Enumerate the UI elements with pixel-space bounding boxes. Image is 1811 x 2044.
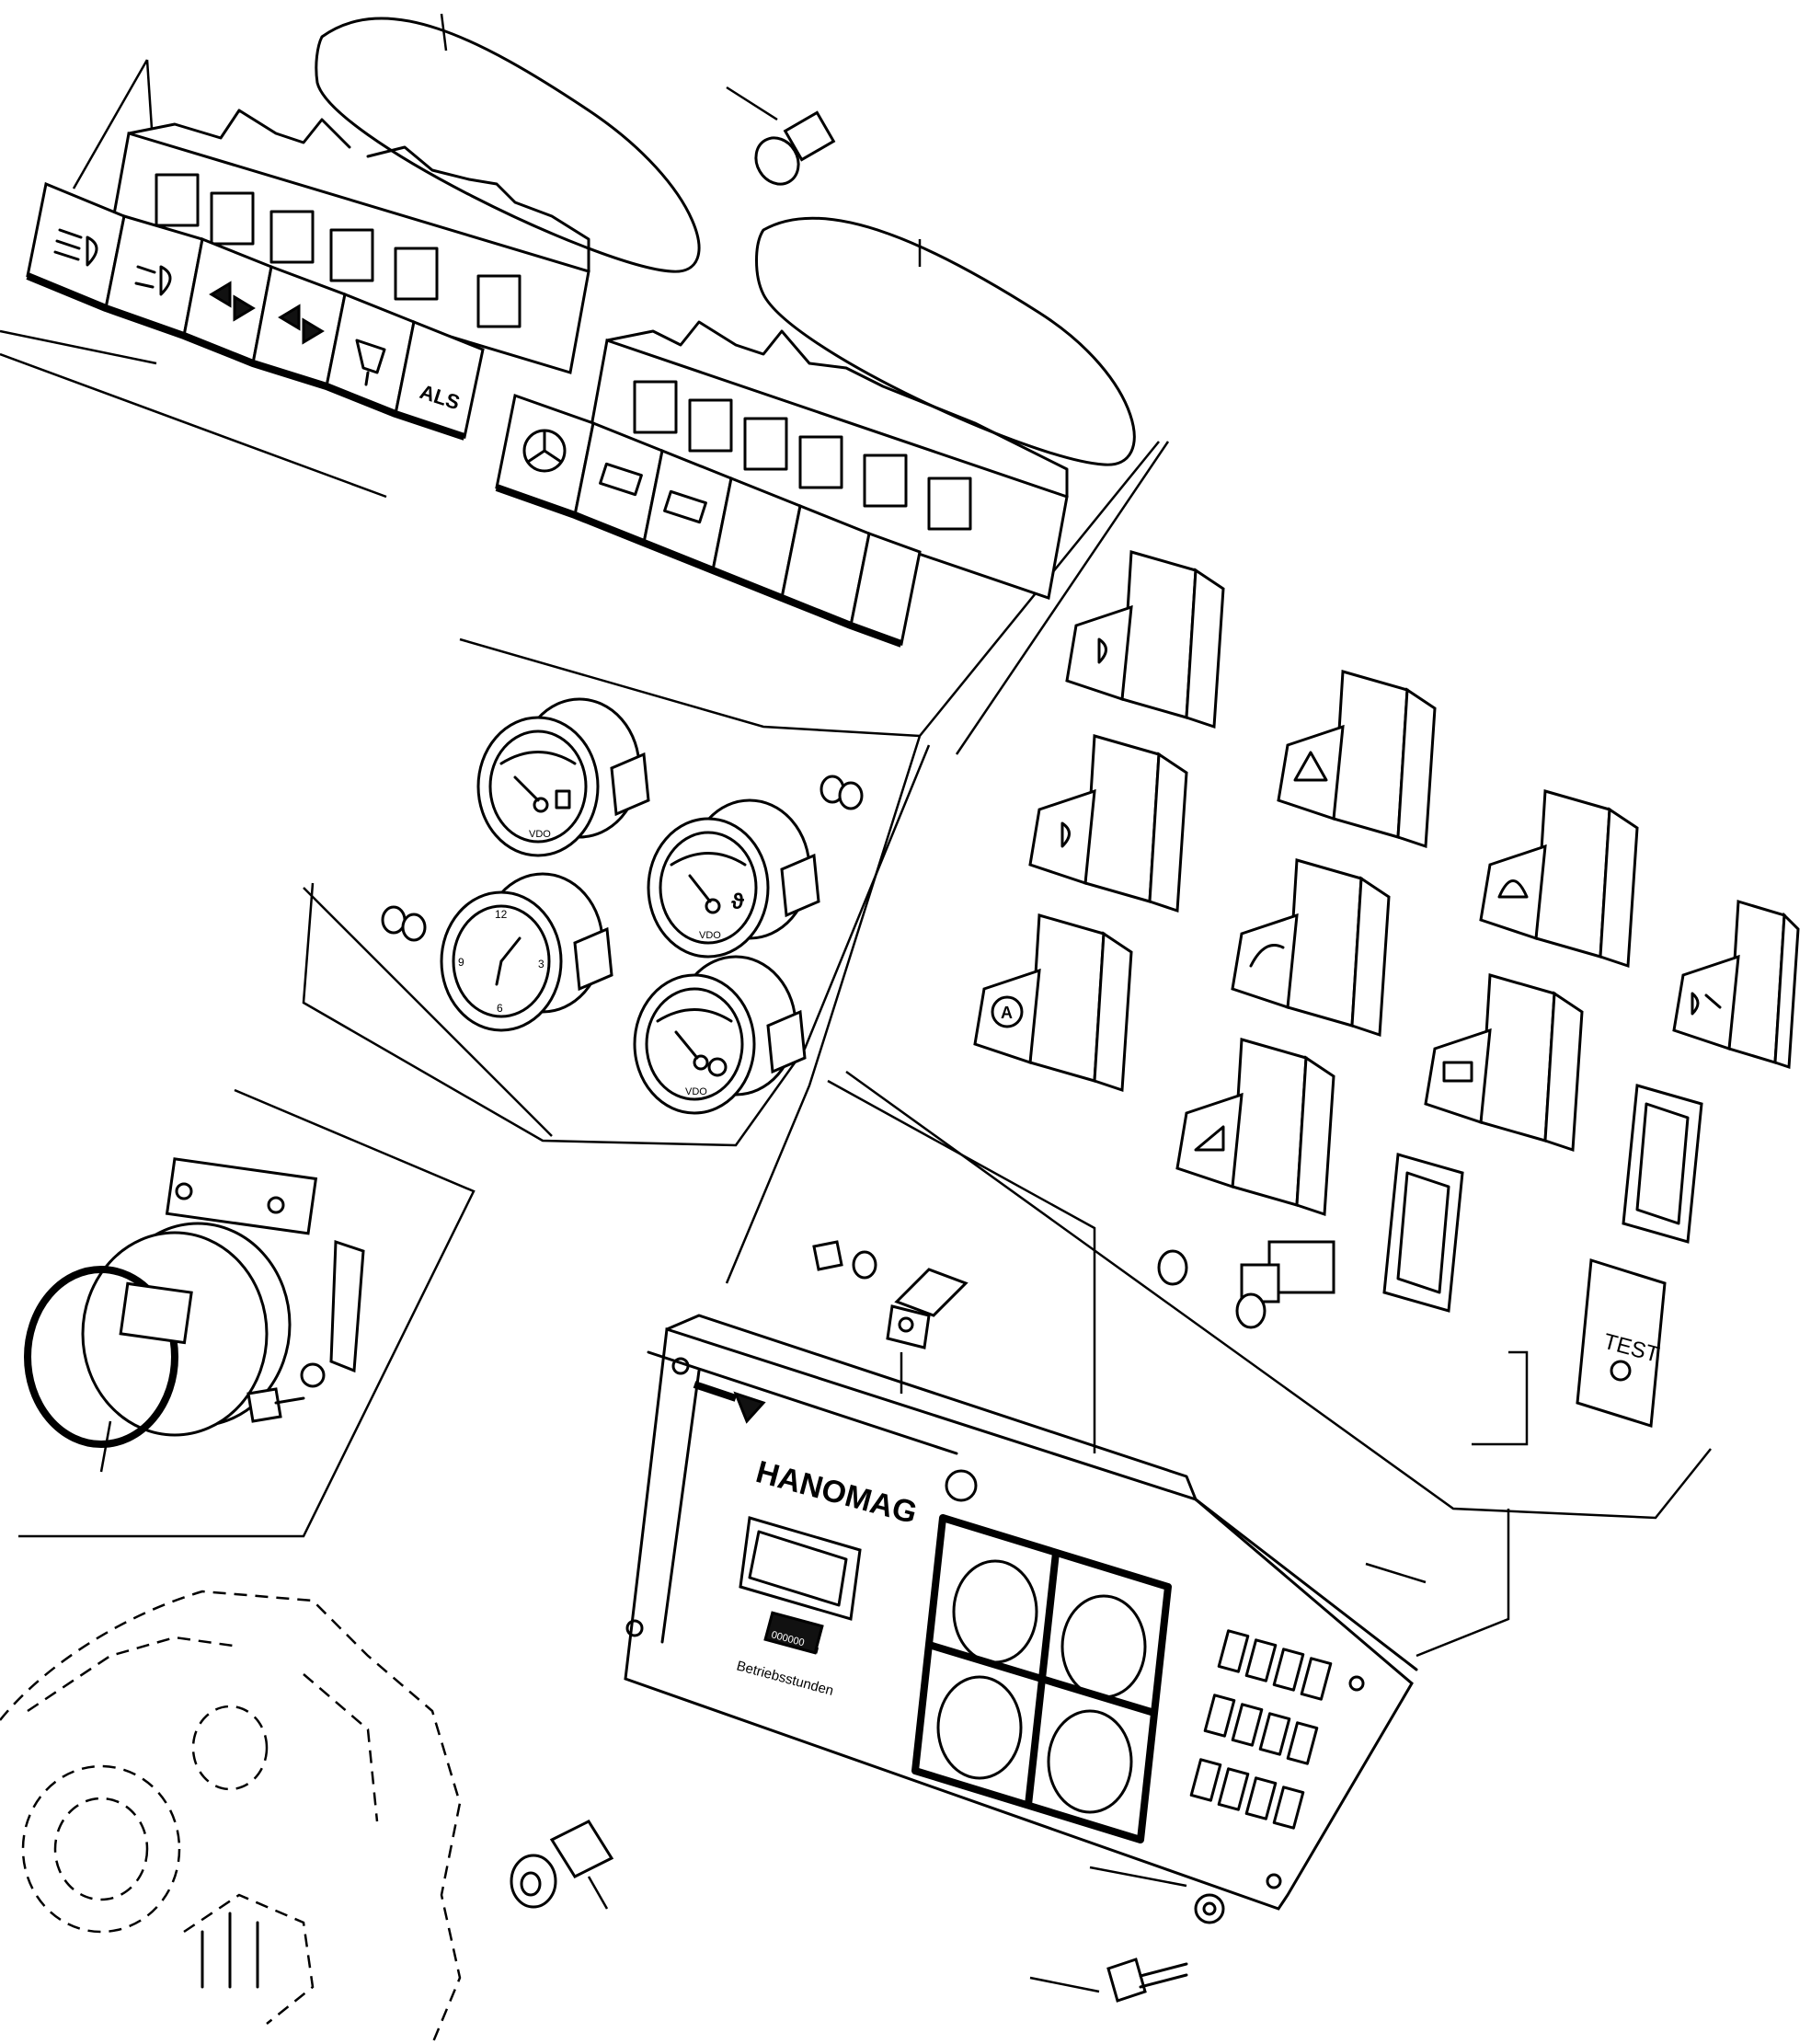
hazard-icon xyxy=(1293,751,1328,782)
clock-9: 9 xyxy=(458,956,464,969)
battery-icon xyxy=(599,462,643,497)
temperature-icon: ϑ xyxy=(731,890,744,914)
battery-icon xyxy=(663,489,707,524)
switch-strip-upper: ALS xyxy=(26,17,701,441)
test-switch: TEST xyxy=(1576,1258,1667,1428)
rocker-switch-group: A xyxy=(973,550,1800,1428)
fuel-icon xyxy=(555,789,571,810)
fuel-gauge: VDO xyxy=(476,697,650,857)
svg-text:ϑ: ϑ xyxy=(731,890,744,914)
washer xyxy=(1194,1893,1225,1924)
automatic-icon: A xyxy=(991,995,1024,1028)
rocker-switch xyxy=(1672,900,1800,1070)
rocker-switch xyxy=(1028,734,1188,913)
turn-signal-icon xyxy=(278,304,325,345)
rocker-switch xyxy=(1424,973,1584,1153)
rocker-switch xyxy=(1479,789,1639,969)
turn-signal-icon xyxy=(209,281,256,322)
rocker-switch xyxy=(1175,1038,1335,1217)
bulb-small xyxy=(381,905,427,942)
rocker-switch xyxy=(1065,550,1225,729)
headlight-icon xyxy=(1097,637,1107,664)
gauge-brand: VDO xyxy=(685,1086,707,1097)
switch-strip-lower xyxy=(495,216,1136,648)
pressure-sensor xyxy=(510,1820,614,1910)
gauge-cluster: VDO ϑ VDO 12 3 6 9 xyxy=(303,697,864,1137)
rocker-switch xyxy=(1231,858,1391,1038)
blank-switch xyxy=(1382,1153,1464,1313)
beacon-icon xyxy=(1497,879,1529,899)
clock-6: 6 xyxy=(497,1002,503,1015)
gauge-brand: VDO xyxy=(699,930,721,941)
bolt xyxy=(1106,1958,1188,2003)
rocker-switch: A xyxy=(973,913,1133,1093)
headlight-icon xyxy=(53,228,98,267)
gauge-brand: VDO xyxy=(529,829,551,840)
steering-wheel-icon xyxy=(522,429,567,473)
wiper-icon xyxy=(1194,1125,1225,1152)
clock-3: 3 xyxy=(538,958,544,970)
wiper-icon xyxy=(1442,1061,1473,1083)
hour-meter-assembly xyxy=(24,1157,365,1473)
pressure-gauge: VDO xyxy=(633,955,807,1115)
bolt xyxy=(246,1387,305,1423)
warning-lamp-socket xyxy=(1235,1240,1335,1329)
gauge-windows xyxy=(911,1469,1172,1843)
clock-gauge: 12 3 6 9 xyxy=(440,872,613,1032)
seal-ring-right xyxy=(755,216,1136,466)
panel-switch-grid xyxy=(1189,1629,1333,1830)
svg-text:A: A xyxy=(1001,1004,1013,1022)
transmission-housing xyxy=(0,1590,462,2044)
seal-ring-left xyxy=(315,17,701,273)
bulb-small xyxy=(820,775,864,810)
temperature-gauge: ϑ VDO xyxy=(647,798,820,959)
bulb-small xyxy=(1157,1249,1188,1286)
clock-12: 12 xyxy=(495,908,508,921)
mounting-bracket xyxy=(812,1240,969,1349)
washer xyxy=(300,1362,326,1388)
parking-light-icon xyxy=(1060,821,1071,848)
rocker-switch xyxy=(1277,670,1437,849)
fog-light-icon xyxy=(1691,992,1722,1016)
wiper-icon xyxy=(1249,944,1285,968)
beacon-icon xyxy=(355,339,386,386)
bulb-upper xyxy=(754,110,836,186)
blank-switch xyxy=(1622,1084,1703,1244)
parking-light-icon xyxy=(134,265,172,296)
dashboard-panel: HANOMAG km/h 000000 Betriebsstunden xyxy=(624,1314,1418,1911)
